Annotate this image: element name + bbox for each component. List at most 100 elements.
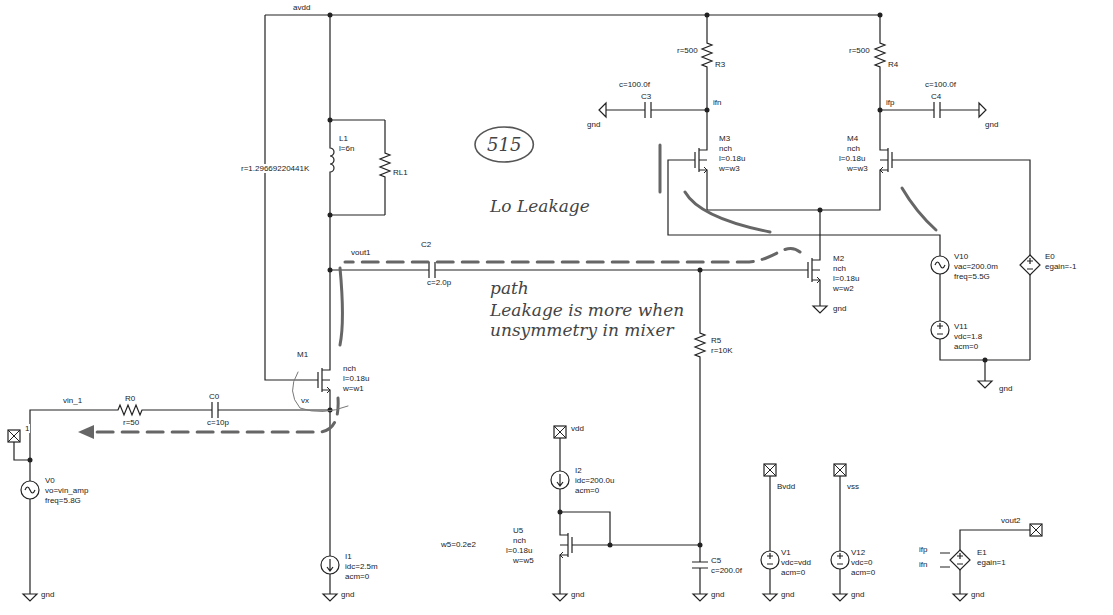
component-label: I2: [574, 466, 583, 475]
component-label: V1: [780, 548, 792, 557]
component-label: V0: [44, 476, 56, 485]
component-label: vdc=vdd: [780, 558, 812, 567]
component-label: nch: [512, 536, 527, 545]
component-label: l=6n: [338, 144, 355, 153]
component-label: idc=2.5m: [344, 562, 379, 571]
component-label: c=200.0f: [710, 566, 743, 575]
component-label: ifn: [918, 560, 928, 569]
component-label: gnd: [970, 590, 985, 599]
component-label: ifn: [712, 98, 722, 107]
component-label: gnd: [998, 384, 1013, 393]
component-label: w=w1: [342, 384, 365, 393]
component-label: E1: [976, 548, 988, 557]
component-label: V11: [953, 322, 969, 331]
component-label: gnd: [780, 590, 795, 599]
component-label: vout2: [1000, 516, 1022, 525]
annotation-arrowhead: [78, 425, 94, 439]
ground-symbol: [23, 103, 992, 601]
handwritten-note: path: [488, 278, 531, 298]
component-label: M3: [718, 134, 731, 143]
handwritten-annotation: [94, 145, 936, 432]
component-label: C0: [208, 392, 220, 401]
component-label: l=0.18u: [342, 374, 370, 383]
component-label: c=2.0p: [426, 278, 452, 287]
component-label: E0: [1044, 252, 1056, 261]
transistor-symbol: [310, 140, 900, 565]
component-label: l=0.18u: [832, 274, 860, 283]
inductor-symbol: [330, 140, 334, 180]
component-label: R4: [887, 60, 899, 69]
component-label: r=500: [848, 46, 871, 55]
component-label: vdd: [570, 424, 585, 433]
component-label: idc=200.0u: [574, 476, 615, 485]
component-label: 1: [24, 424, 30, 433]
junction-dot: [28, 13, 988, 548]
component-label: ifp: [885, 98, 895, 107]
component-label: Bvdd: [776, 482, 796, 491]
component-label: acm=0: [780, 568, 806, 577]
component-label: egain=1: [976, 558, 1007, 567]
capacitor-symbol: [203, 102, 949, 577]
component-label: vss: [846, 482, 860, 491]
component-label: C5: [710, 556, 722, 565]
circled-note: 515: [474, 126, 534, 163]
component-label: V12: [850, 548, 866, 557]
component-label: L1: [338, 134, 349, 143]
component-label: vx: [300, 396, 310, 405]
component-label: gnd: [710, 590, 725, 599]
component-label: acm=0: [953, 342, 979, 351]
component-label: vac=200.0m: [953, 262, 999, 271]
wire: [14, 15, 1030, 588]
component-label: U5: [512, 526, 524, 535]
component-label: w=w3: [846, 164, 869, 173]
component-label: l=0.18u: [718, 154, 746, 163]
component-label: vout1: [350, 248, 372, 257]
component-label: nch: [342, 364, 357, 373]
component-label: RL1: [392, 168, 409, 177]
handwritten-note: Lo Leakage: [488, 196, 592, 216]
component-label: egain=-1: [1044, 262, 1077, 271]
component-label: C4: [930, 92, 942, 101]
component-label: M4: [846, 134, 859, 143]
component-label: c=100.0f: [924, 80, 957, 89]
component-label: vin_1: [62, 396, 83, 405]
component-label: acm=0: [574, 486, 600, 495]
component-label: V10: [953, 252, 969, 261]
component-label: c=10p: [206, 418, 230, 427]
component-label: r=50: [122, 418, 140, 427]
component-label: w=w3: [718, 164, 741, 173]
component-label: nch: [718, 144, 733, 153]
component-label: w5=0.2e2: [440, 540, 477, 549]
component-label: avdd: [292, 3, 311, 12]
component-label: freq=5.5G: [953, 272, 991, 281]
component-label: r=10K: [710, 346, 734, 355]
component-label: l=0.18u: [838, 154, 866, 163]
component-label: ifp: [918, 545, 928, 554]
component-label: I1: [344, 552, 353, 561]
component-label: c=100.0f: [618, 80, 651, 89]
pin-terminal: [8, 426, 1042, 536]
component-label: nch: [846, 144, 861, 153]
component-label: acm=0: [850, 568, 876, 577]
component-label: vo=vin_amp: [44, 486, 89, 495]
component-label: C2: [420, 240, 432, 249]
handwritten-note: Leakage is more when unsymmetry in mixer: [488, 300, 692, 341]
component-label: l=0.18u: [505, 546, 533, 555]
component-label: gnd: [570, 590, 585, 599]
component-label: gnd: [984, 120, 999, 129]
component-label: r=500: [676, 46, 699, 55]
component-label: acm=0: [344, 572, 370, 581]
component-label: M1: [296, 350, 309, 359]
component-label: vdc=1.8: [953, 332, 983, 341]
component-label: gnd: [40, 590, 55, 599]
resistor-symbol: [110, 35, 885, 415]
component-label: R0: [124, 394, 136, 403]
component-label: r=1.29669220441K: [240, 164, 310, 173]
source-symbol: [21, 245, 1040, 585]
component-label: C3: [640, 92, 652, 101]
note-text: 515: [474, 126, 534, 163]
component-label: w=w2: [832, 284, 855, 293]
component-label: vdc=0: [850, 558, 874, 567]
component-label: w=w5: [512, 556, 535, 565]
